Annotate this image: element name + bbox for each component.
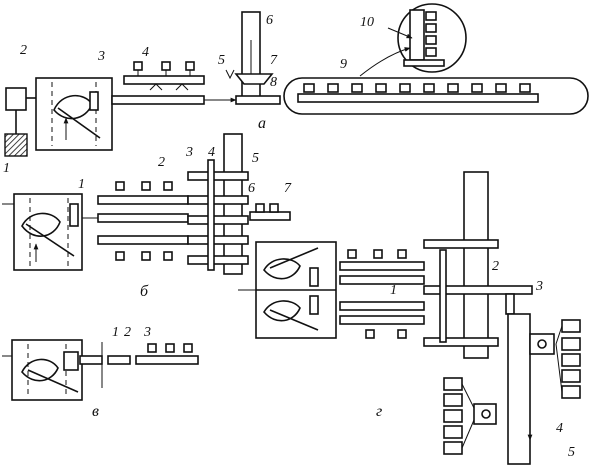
conveyor-b-3	[249, 211, 291, 221]
panel-b: 1 2 3 4 5 6 7 б	[2, 133, 292, 300]
caption-a: а	[258, 115, 266, 132]
loop-conveyor	[283, 77, 589, 115]
label-b-7: 7	[284, 181, 292, 196]
pressing-machine-a	[35, 77, 113, 151]
conveyor-g-2	[339, 301, 425, 311]
label-a-5: 5	[218, 53, 225, 68]
label-a-8: 8	[270, 75, 277, 90]
label-b-3: 3	[185, 145, 193, 160]
leaf-icon	[263, 300, 301, 322]
caption-v: в	[92, 403, 99, 420]
column-g	[507, 313, 531, 465]
conveyor-a-2	[123, 75, 205, 85]
leaf-icon	[263, 258, 301, 280]
label-a-6: 6	[266, 13, 273, 28]
conveyor-v-2	[135, 355, 199, 365]
label-a-9: 9	[340, 57, 347, 72]
label-g-2: 2	[492, 259, 499, 274]
panel-a: 2 1 3 4 5 6 7 8 9 10 а	[3, 3, 589, 176]
loop-belt	[297, 93, 539, 103]
motor-box	[5, 87, 27, 111]
caption-g: г	[376, 403, 382, 420]
label-g-1: 1	[390, 283, 397, 298]
label-b-1: 1	[78, 177, 85, 192]
label-b-6: 6	[248, 181, 255, 196]
detail-magnifier	[397, 3, 467, 73]
label-g-5: 5	[568, 445, 575, 460]
label-a-3: 3	[97, 49, 105, 64]
conveyor-b-1	[97, 195, 189, 205]
label-b-2: 2	[158, 155, 165, 170]
conveyor-a-1	[111, 95, 205, 105]
conveyor-v-1	[107, 355, 131, 365]
label-v-3: 3	[143, 325, 151, 340]
conveyor-a-3	[235, 95, 281, 105]
label-a-4: 4	[142, 45, 149, 60]
base-block	[4, 133, 28, 157]
label-a-7: 7	[270, 53, 278, 68]
hopper-a	[234, 73, 274, 85]
label-a-10: 10	[360, 15, 374, 30]
label-v-2: 2	[124, 325, 131, 340]
label-g-3: 3	[535, 279, 543, 294]
label-b-5: 5	[252, 151, 259, 166]
panel-g: 1 2 3 4 5 г	[238, 171, 581, 465]
label-g-4: 4	[556, 421, 563, 436]
label-v-1: 1	[112, 325, 119, 340]
label-b-4: 4	[208, 145, 215, 160]
caption-b: б	[140, 283, 149, 300]
tower-g	[463, 171, 489, 359]
conveyor-g-1	[339, 261, 425, 271]
panel-v: 1 2 3 в	[2, 325, 199, 420]
label-a-1: 1	[3, 161, 10, 176]
conveyor-b-2	[97, 235, 189, 245]
leaf-icon	[21, 212, 61, 237]
leaf-icon	[21, 358, 59, 382]
label-a-2: 2	[20, 43, 27, 58]
loop-carriers	[303, 83, 531, 93]
